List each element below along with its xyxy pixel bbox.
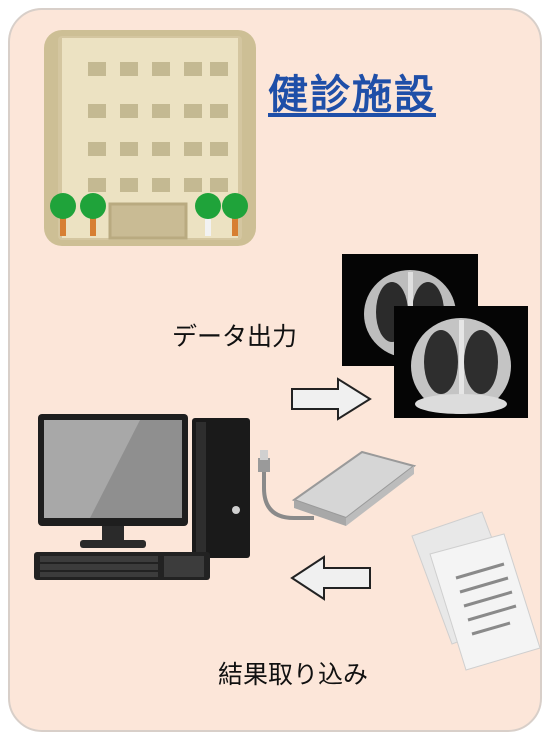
- export-label: データ出力: [172, 322, 298, 351]
- external-hard-drive-icon: [258, 450, 417, 526]
- facility-title: 健診施設: [268, 72, 436, 118]
- hospital-building-icon: [44, 30, 256, 246]
- paper-documents-icon: [411, 511, 541, 671]
- chest-xray-image-icon: [342, 254, 528, 418]
- import-label: 結果取り込み: [218, 660, 369, 689]
- arrow-left-icon: [290, 555, 371, 601]
- desktop-computer-icon: [34, 414, 250, 580]
- arrow-right-icon: [291, 377, 372, 421]
